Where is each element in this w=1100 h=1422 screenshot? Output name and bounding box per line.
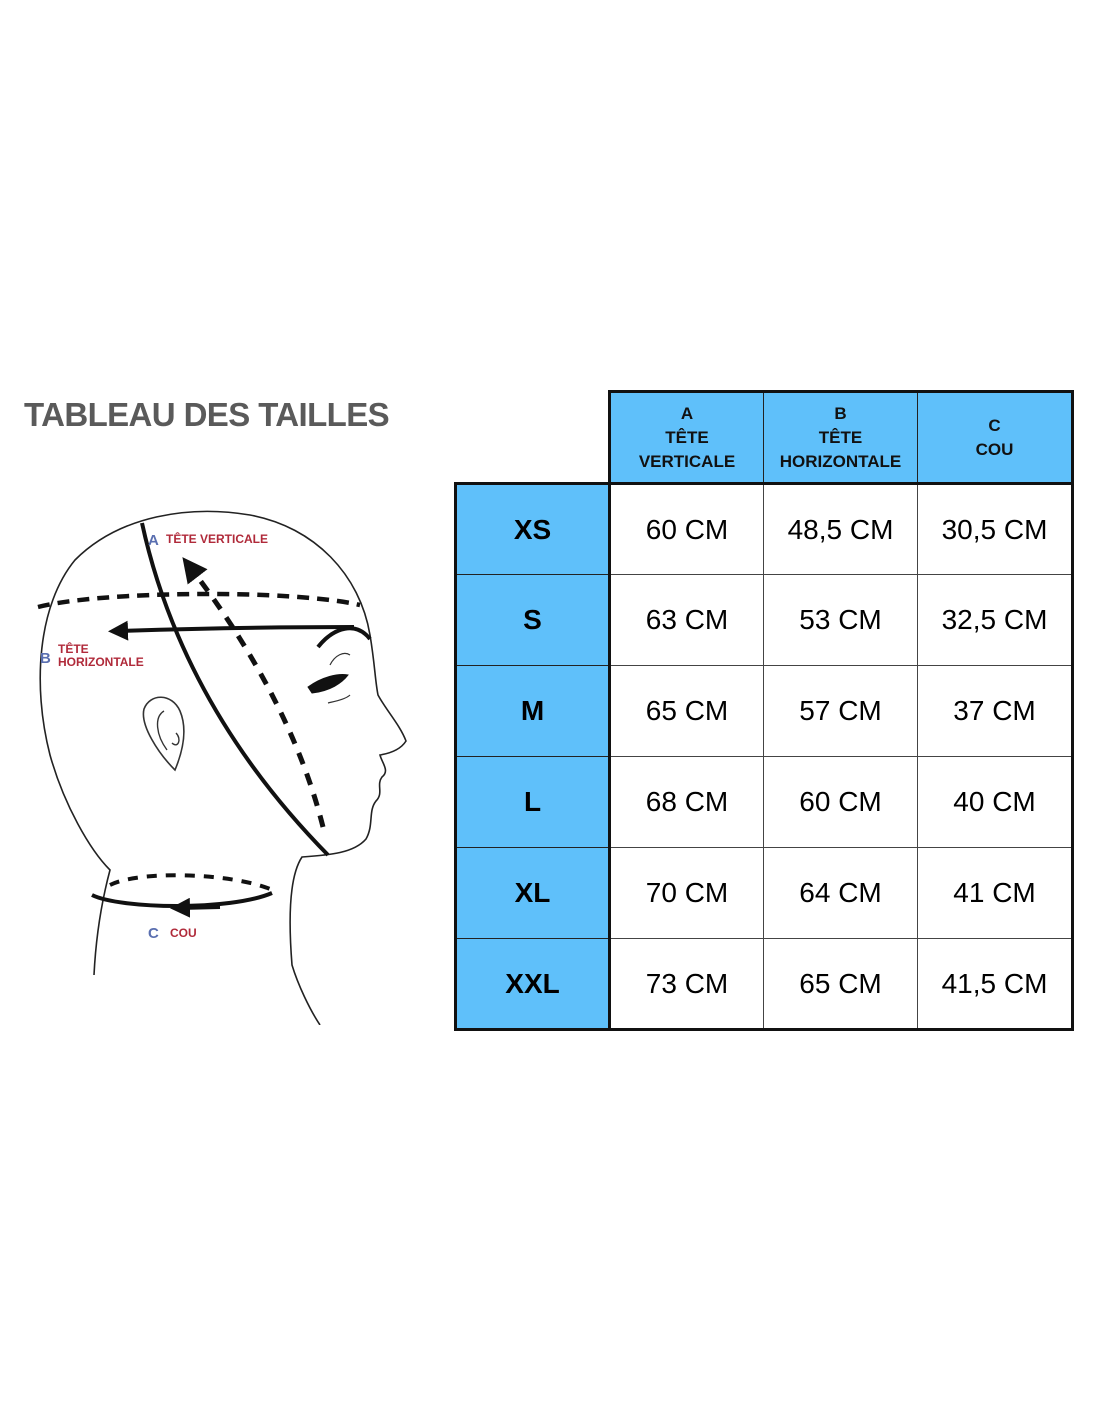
value-c-cell: 30,5 CM bbox=[917, 483, 1074, 575]
table-row: XL 70 CM 64 CM 41 CM bbox=[454, 847, 1074, 939]
table-row: XXL 73 CM 65 CM 41,5 CM bbox=[454, 938, 1074, 1031]
vertical-measure-line bbox=[140, 522, 330, 857]
header-a-line1: TÊTE bbox=[665, 427, 709, 447]
header-c: C COU bbox=[917, 390, 1074, 485]
header-c-line1: COU bbox=[975, 439, 1014, 459]
label-a-text: TÊTE VERTICALE bbox=[166, 531, 268, 546]
label-c-letter: C bbox=[148, 925, 159, 942]
value-a-cell: 73 CM bbox=[609, 938, 764, 1031]
value-a-cell: 70 CM bbox=[609, 847, 764, 939]
value-c-cell: 32,5 CM bbox=[917, 574, 1074, 666]
neck-measure-solid bbox=[91, 891, 273, 908]
table-row: L 68 CM 60 CM 40 CM bbox=[454, 756, 1074, 848]
value-b-cell: 57 CM bbox=[763, 665, 918, 757]
head-outline bbox=[39, 510, 407, 1025]
value-a-cell: 68 CM bbox=[609, 756, 764, 848]
eye bbox=[307, 674, 349, 694]
neck-measure-arrow bbox=[170, 897, 221, 918]
size-cell: XXL bbox=[454, 938, 611, 1031]
horizontal-measure-arrow bbox=[108, 620, 355, 641]
table-corner bbox=[455, 391, 610, 484]
label-a-letter: A bbox=[148, 532, 159, 549]
value-a-cell: 65 CM bbox=[609, 665, 764, 757]
header-b-line2: HORIZONTALE bbox=[779, 451, 902, 471]
header-b-line1: TÊTE bbox=[818, 427, 863, 447]
size-cell: M bbox=[454, 665, 611, 757]
value-b-cell: 53 CM bbox=[763, 574, 918, 666]
header-a-letter: A bbox=[680, 403, 694, 423]
value-a-cell: 60 CM bbox=[609, 483, 764, 575]
size-cell: XL bbox=[454, 847, 611, 939]
eyebrow bbox=[316, 626, 372, 649]
header-a-line2: VERTICALE bbox=[638, 451, 736, 471]
value-c-cell: 41 CM bbox=[917, 847, 1074, 939]
horizontal-measure-dashed bbox=[37, 591, 361, 610]
value-b-cell: 48,5 CM bbox=[763, 483, 918, 575]
ear bbox=[142, 696, 185, 772]
table-row: XS 60 CM 48,5 CM 30,5 CM bbox=[454, 482, 1074, 575]
label-b-text-line2: HORIZONTALE bbox=[58, 655, 144, 669]
value-a-cell: 63 CM bbox=[609, 574, 764, 666]
value-b-cell: 65 CM bbox=[763, 938, 918, 1031]
value-c-cell: 41,5 CM bbox=[917, 938, 1074, 1031]
size-cell: S bbox=[454, 574, 611, 666]
size-cell: XS bbox=[454, 482, 611, 575]
size-table: A TÊTE VERTICALE B TÊTE HORIZONTALE C CO… bbox=[454, 390, 1074, 1031]
table-row: M 65 CM 57 CM 37 CM bbox=[454, 665, 1074, 757]
table-header-row: A TÊTE VERTICALE B TÊTE HORIZONTALE C CO… bbox=[455, 390, 1074, 485]
table-row: S 63 CM 53 CM 32,5 CM bbox=[454, 574, 1074, 666]
size-cell: L bbox=[454, 756, 611, 848]
header-a: A TÊTE VERTICALE bbox=[608, 390, 764, 485]
page-title: TABLEAU DES TAILLES bbox=[24, 396, 390, 433]
head-measurement-diagram: A TÊTE VERTICALE B TÊTE HORIZONTALE C CO… bbox=[37, 510, 407, 1025]
header-b: B TÊTE HORIZONTALE bbox=[763, 390, 918, 485]
label-c-text: COU bbox=[170, 926, 197, 940]
header-c-letter: C bbox=[988, 415, 1001, 435]
label-b-letter: B bbox=[40, 650, 51, 667]
label-b-text-line1: TÊTE bbox=[58, 641, 89, 656]
header-b-letter: B bbox=[834, 403, 847, 423]
value-c-cell: 40 CM bbox=[917, 756, 1074, 848]
value-b-cell: 60 CM bbox=[763, 756, 918, 848]
neck-measure-dashed bbox=[109, 873, 271, 891]
value-b-cell: 64 CM bbox=[763, 847, 918, 939]
value-c-cell: 37 CM bbox=[917, 665, 1074, 757]
